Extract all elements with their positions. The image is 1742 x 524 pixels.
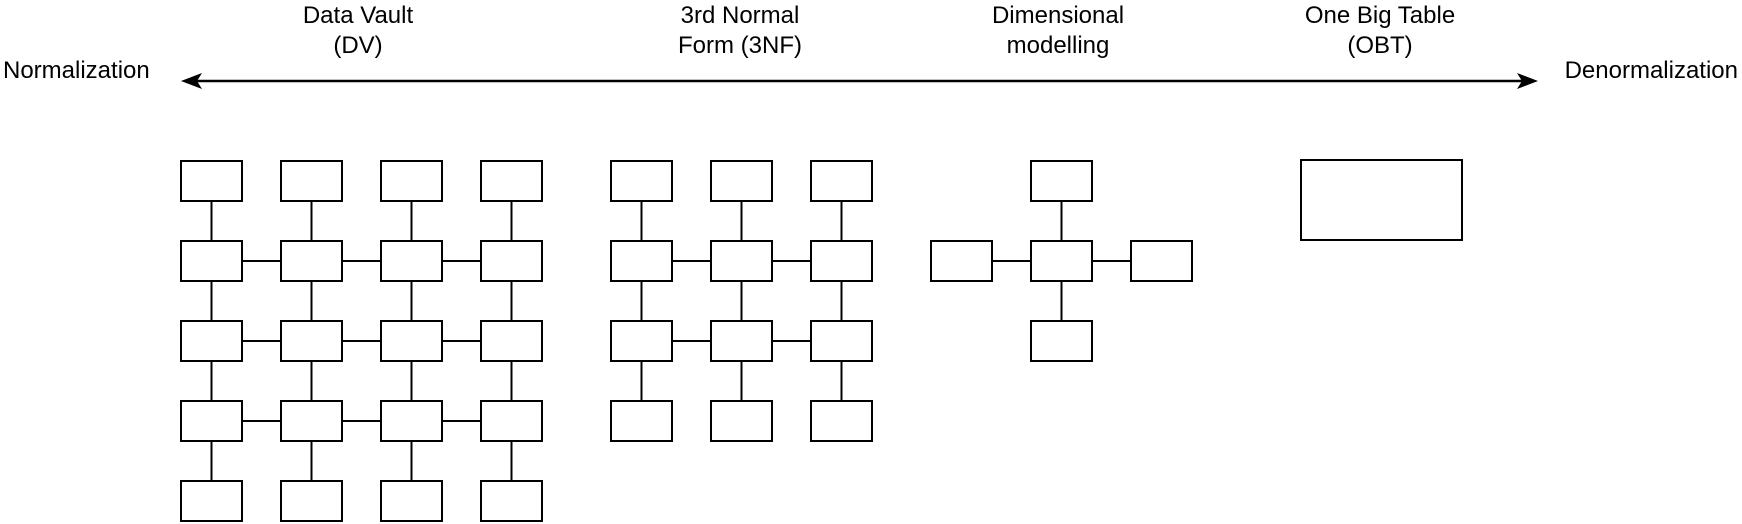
data-vault-table-box (380, 400, 443, 442)
third-normal-form-table-box (810, 240, 873, 282)
data-vault-table-box (380, 480, 443, 522)
data-vault-table-box (280, 400, 343, 442)
title-line-1: One Big Table (1304, 2, 1456, 29)
dimensional-modelling-fact-box (1030, 240, 1093, 282)
third-normal-form-table-box (810, 320, 873, 362)
data-vault-table-box (480, 240, 543, 282)
data-vault-table-box (380, 320, 443, 362)
title-line-2: (DV) (333, 32, 383, 59)
data-vault-table-box (380, 240, 443, 282)
data-vault-table-box (180, 320, 243, 362)
data-vault-table-box (380, 160, 443, 202)
title-line-2: Form (3NF) (678, 32, 802, 59)
third-normal-form-table-box (710, 160, 773, 202)
normalization-label: Normalization (3, 57, 150, 84)
dimensional-modelling-dimension-box (1030, 160, 1093, 202)
data-vault-table-box (480, 320, 543, 362)
left-arrowhead-icon (181, 73, 202, 89)
title-line-1: Data Vault (302, 2, 414, 29)
title-line-1: Dimensional (991, 2, 1125, 29)
data-vault-table-box (180, 160, 243, 202)
third-normal-form-table-box (610, 160, 673, 202)
third-normal-form-table-box (610, 400, 673, 442)
data-vault-table-box (280, 240, 343, 282)
title-line-2: modelling (1006, 32, 1110, 59)
third-normal-form-table-box (710, 240, 773, 282)
title-line-2: (OBT) (1347, 32, 1413, 59)
data-vault-table-box (180, 480, 243, 522)
data-vault-table-box (280, 480, 343, 522)
data-vault-table-box (480, 480, 543, 522)
denormalization-label: Denormalization (1564, 57, 1738, 84)
dimensional-modelling-dimension-box (1030, 320, 1093, 362)
third-normal-form-table-box (810, 160, 873, 202)
title-third-normal-form: 3rd Normal Form (3NF) (678, 1, 802, 61)
one-big-table-box (1300, 159, 1463, 241)
data-vault-table-box (480, 400, 543, 442)
dimensional-modelling-dimension-box (1130, 240, 1193, 282)
third-normal-form-table-box (610, 320, 673, 362)
data-vault-table-box (280, 320, 343, 362)
third-normal-form-table-box (610, 240, 673, 282)
title-data-vault: Data Vault (DV) (303, 1, 413, 61)
data-vault-table-box (180, 240, 243, 282)
title-one-big-table: One Big Table (OBT) (1305, 1, 1455, 61)
data-vault-table-box (180, 400, 243, 442)
data-vault-table-box (280, 160, 343, 202)
title-dimensional-modelling: Dimensional modelling (992, 1, 1124, 61)
title-line-1: 3rd Normal (680, 2, 800, 29)
third-normal-form-table-box (710, 320, 773, 362)
third-normal-form-table-box (710, 400, 773, 442)
right-arrowhead-icon (1517, 73, 1538, 89)
data-vault-table-box (480, 160, 543, 202)
dimensional-modelling-dimension-box (930, 240, 993, 282)
third-normal-form-table-box (810, 400, 873, 442)
